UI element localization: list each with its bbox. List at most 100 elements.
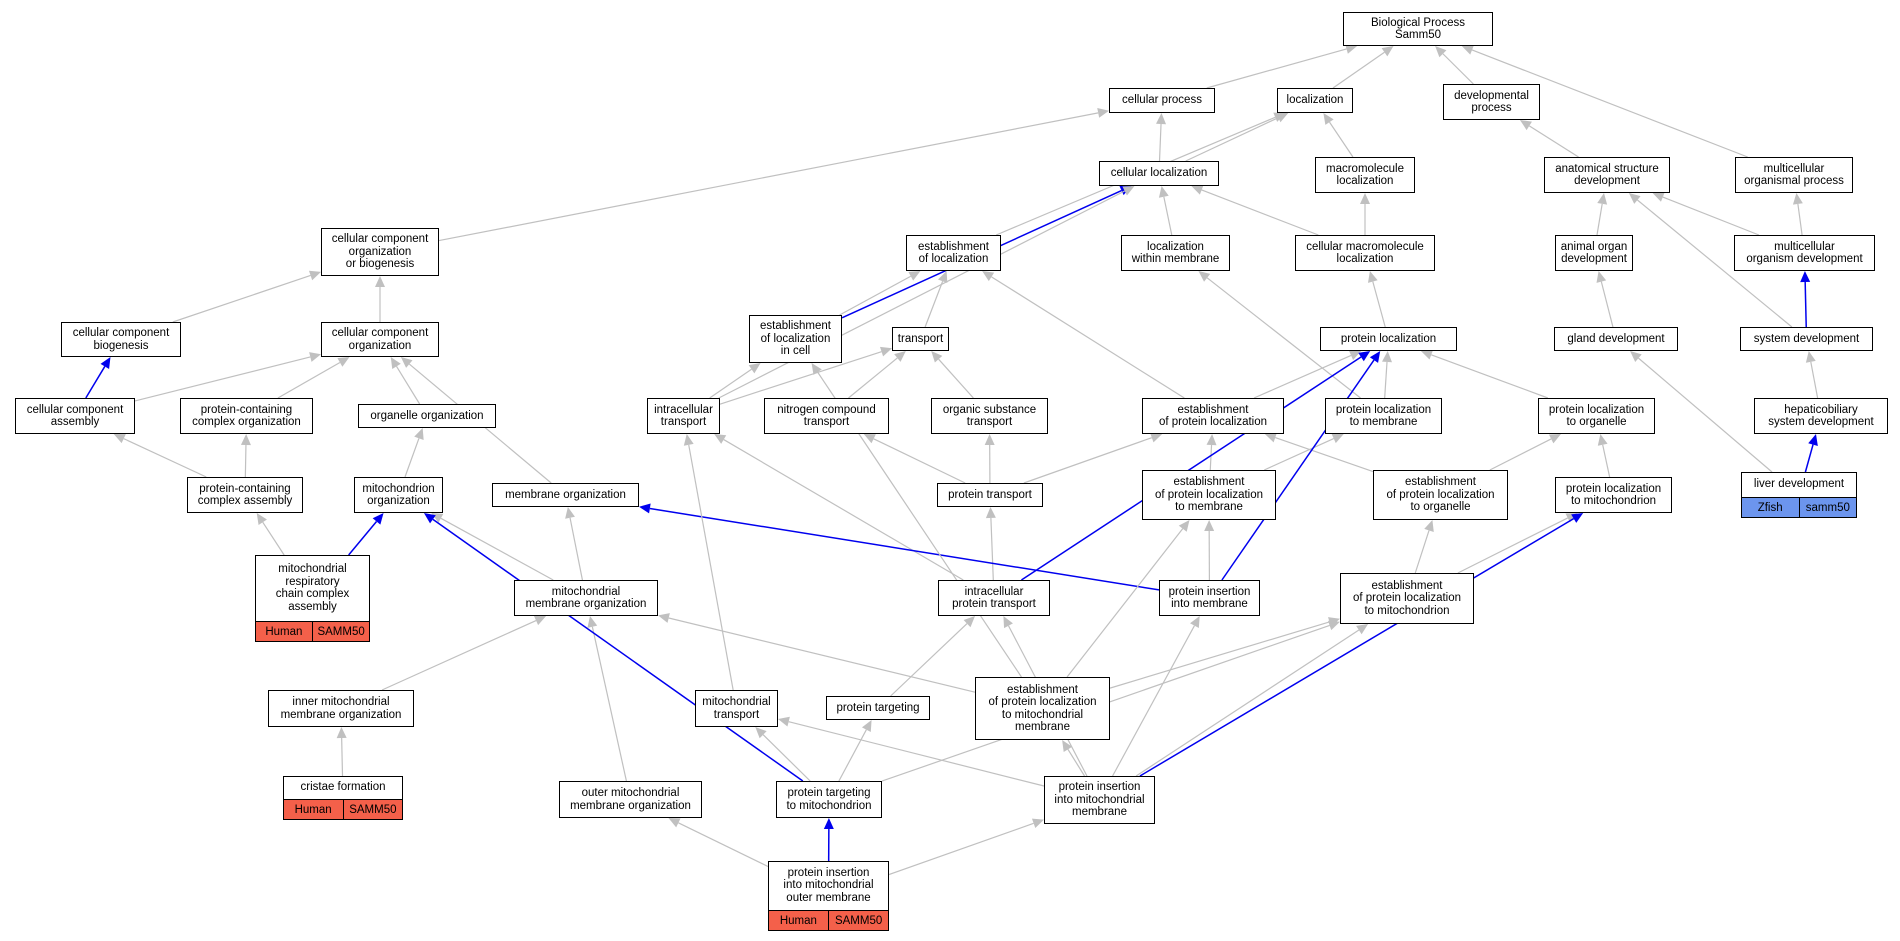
term-node-system-development[interactable]: system development	[1740, 327, 1873, 351]
edge-establishment-of-protein-localization-to-protein-localization	[1253, 350, 1362, 399]
term-node-organelle-organization[interactable]: organelle organization	[358, 404, 496, 428]
edge-cc-assembly-to-cc-biogenesis	[85, 357, 111, 399]
edge-mitochondrial-membrane-organization-to-mitochondrion-organization	[431, 513, 554, 581]
edge-cc-org-biogenesis-to-cellular-process	[438, 107, 1109, 242]
edge-arrowhead	[1628, 193, 1641, 204]
edge-arrowhead	[1331, 433, 1344, 444]
term-node-protein-localization[interactable]: protein localization	[1320, 327, 1457, 351]
edge-liver-development-to-gland-development	[1630, 351, 1773, 473]
term-node-cellular-localization[interactable]: cellular localization	[1099, 161, 1219, 186]
edge-intracellular-protein-transport-to-intracellular-transport	[714, 434, 964, 581]
edge-line	[1221, 359, 1375, 581]
term-label-line: transport	[897, 332, 944, 345]
term-node-protein-transport[interactable]: protein transport	[937, 483, 1043, 507]
edge-arrowhead	[1345, 44, 1358, 54]
edge-arrowhead	[1062, 740, 1073, 752]
edge-line	[1253, 354, 1352, 399]
term-node-localization[interactable]: localization	[1277, 88, 1353, 113]
edge-line	[991, 276, 1185, 399]
edge-cc-assembly-to-cc-organization	[134, 352, 321, 402]
term-node-membrane-organization[interactable]: membrane organization	[492, 483, 639, 507]
edge-arrowhead	[931, 351, 943, 363]
edge-arrowhead	[1327, 620, 1340, 631]
term-node-transport[interactable]: transport	[892, 327, 949, 351]
edge-line	[348, 520, 378, 556]
term-label-line: transport	[966, 416, 1013, 428]
edge-arrowhead	[1190, 616, 1200, 629]
edge-arrowhead	[982, 271, 995, 282]
term-label-line: into membrane	[1171, 598, 1248, 610]
term-label: organelle organization	[359, 405, 495, 427]
edge-line	[381, 619, 537, 691]
edge-arrowhead	[1367, 271, 1378, 283]
term-node-gland-development[interactable]: gland development	[1554, 327, 1678, 351]
term-node-cellular-process[interactable]: cellular process	[1109, 88, 1215, 113]
edge-cellular-localization-to-localization	[1185, 113, 1289, 162]
term-label-line: mitochondrial	[702, 696, 771, 708]
edge-organelle-organization-to-cc-organization	[390, 357, 421, 405]
edge-arrowhead	[534, 615, 547, 626]
edge-protein-insertion-into-membrane-to-protein-localization	[1221, 351, 1381, 581]
term-label: gland development	[1555, 328, 1677, 350]
term-label-line: chain complex	[275, 588, 350, 600]
edge-transport-to-establishment-of-localization	[924, 271, 948, 328]
edge-protein-targeting-to-mitochondrion-to-mitochondrion-organization	[423, 513, 804, 782]
term-node-protein-targeting[interactable]: protein targeting	[826, 696, 930, 720]
edge-arrowhead	[1358, 351, 1371, 362]
edge-arrowhead	[863, 434, 876, 444]
edge-arrowhead	[1273, 112, 1286, 122]
edge-protein-transport-to-organic-substance-transport	[984, 434, 995, 484]
edge-est-protein-localization-to-mito-membrane-to-est-protein-localization-to-membrane	[1066, 520, 1190, 678]
edge-est-protein-localization-to-organelle-to-establishment-of-protein-localization	[1264, 432, 1374, 473]
edge-protein-insertion-into-mito-membrane-to-est-protein-localization-to-mito-membrane	[1062, 740, 1086, 777]
term-label-line: to membrane	[1175, 501, 1243, 514]
